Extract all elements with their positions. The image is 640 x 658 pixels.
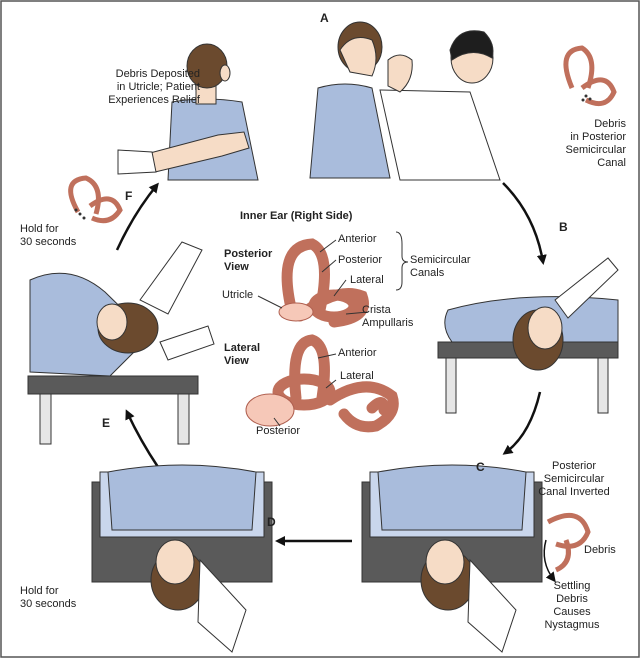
- step-label-b: B: [559, 220, 568, 234]
- arrow-e-to-f: [115, 182, 159, 251]
- debris-dots-a: [581, 94, 592, 102]
- panel-c-top-view: [361, 464, 543, 653]
- panel-b-supine-head-hang: [437, 257, 619, 414]
- label-debris-utricle: Debris Deposited in Utricle; Patient Exp…: [108, 68, 200, 106]
- arrow-b-to-c: [502, 391, 542, 455]
- inset-ear-c: [546, 512, 591, 573]
- step-label-c: C: [476, 460, 485, 474]
- inner-ear-lateral-view: [272, 334, 399, 433]
- utricle-shape: [278, 302, 314, 322]
- settling-arrow: [543, 539, 556, 583]
- inset-ear-a: [563, 45, 617, 107]
- label-debris-c: Debris: [584, 544, 616, 556]
- inset-ear-f: [68, 175, 123, 224]
- label-anterior-1: Anterior: [338, 233, 377, 245]
- leader-lines: [257, 231, 409, 427]
- label-lateral-1: Lateral: [350, 274, 384, 286]
- debris-dots-f: [74, 208, 86, 220]
- lateral-view-heading: Lateral View: [224, 342, 261, 367]
- arrow-d-to-e: [125, 409, 160, 468]
- panel-a-head-turn: [309, 21, 501, 181]
- inner-ear-title: Inner Ear (Right Side): [240, 210, 353, 222]
- panel-f-seated-patient: [117, 43, 259, 181]
- vestibule-shape: [245, 393, 295, 427]
- label-lateral-2: Lateral: [340, 370, 374, 382]
- panel-d-top-view: [91, 464, 273, 653]
- panel-e-side-lying: [27, 241, 215, 445]
- posterior-view-heading: Posterior View: [224, 248, 273, 273]
- step-label-e: E: [102, 416, 111, 430]
- step-label-a: A: [320, 11, 329, 25]
- label-canal-inverted: Posterior Semicircular Canal Inverted: [538, 460, 610, 498]
- label-semicircular-canals: Semicircular Canals: [410, 254, 471, 279]
- label-hold-d: Hold for 30 seconds: [20, 585, 77, 610]
- label-debris-posterior: Debris in Posterior Semicircular Canal: [565, 118, 626, 169]
- label-settling-debris: Settling Debris Causes Nystagmus: [544, 580, 600, 631]
- label-utricle: Utricle: [222, 289, 254, 301]
- label-crista-ampullaris: Crista Ampullaris: [362, 304, 414, 329]
- label-posterior-1: Posterior: [338, 254, 383, 266]
- label-hold-f: Hold for 30 seconds: [20, 223, 77, 248]
- label-anterior-2: Anterior: [338, 347, 377, 359]
- inner-ear-posterior-view: [281, 238, 369, 328]
- label-posterior-2: Posterior: [256, 425, 301, 437]
- step-label-f: F: [125, 189, 133, 203]
- step-label-d: D: [267, 515, 276, 529]
- arrow-a-to-b: [502, 182, 547, 265]
